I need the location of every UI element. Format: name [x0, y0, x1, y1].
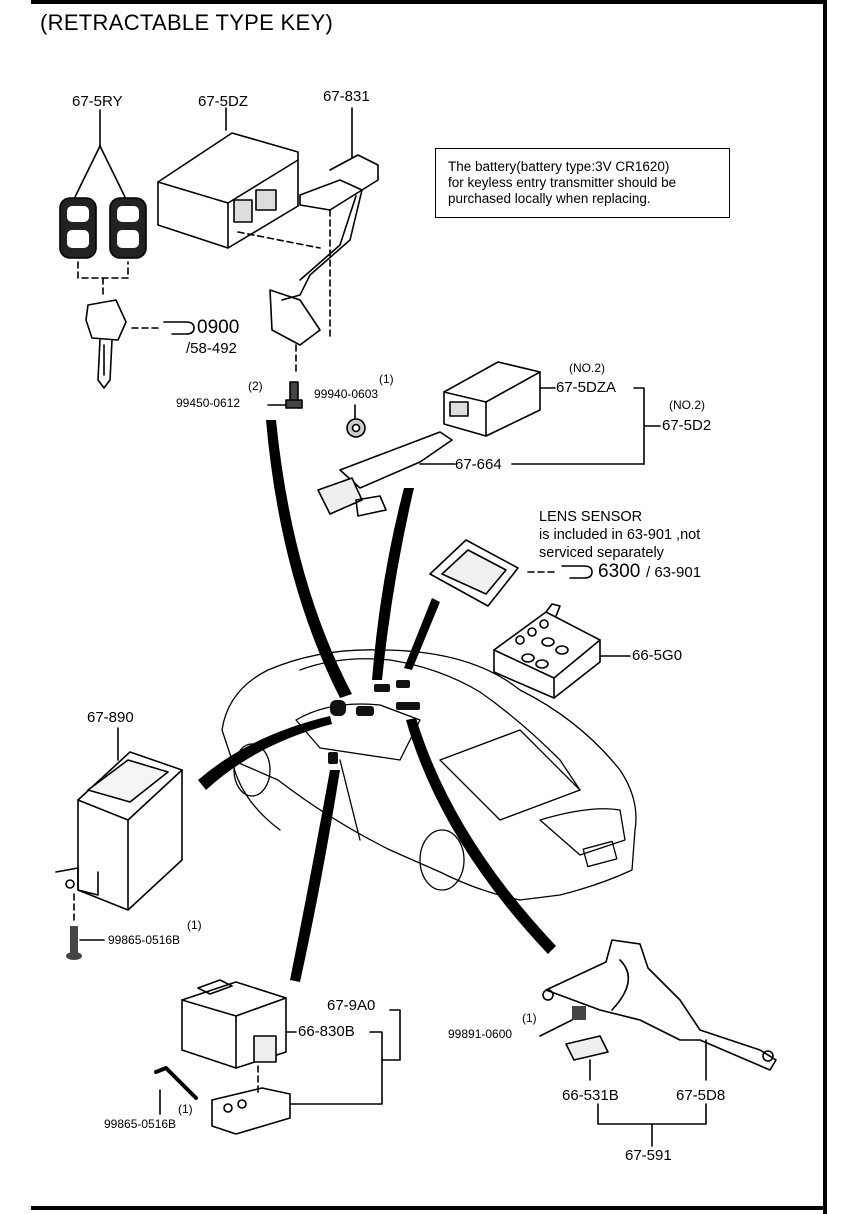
battery-note-line-2: for keyless entry transmitter should be — [448, 175, 677, 190]
rain-sensor-module — [493, 603, 631, 699]
label-67-9a0: 67-9A0 — [327, 997, 376, 1014]
relay-and-bracket — [154, 979, 401, 1135]
battery-note-line-3: purchased locally when replacing. — [448, 191, 651, 206]
ref-63-901: / 63-901 — [646, 564, 702, 581]
label-67-5ry: 67-5RY — [72, 93, 123, 110]
qty-99450-0612: (2) — [248, 379, 263, 393]
lens-sensor-note: LENS SENSOR is included in 63-901 ,not s… — [539, 508, 700, 562]
qty-67-5d2: (NO.2) — [669, 398, 705, 412]
ref-58-492: /58-492 — [186, 340, 237, 357]
bolt-and-nut — [267, 381, 366, 438]
label-67-890: 67-890 — [87, 709, 134, 726]
keyless-transmitter-pair — [59, 145, 147, 299]
label-99450-0612: 99450-0612 — [176, 396, 241, 410]
label-67-5d8: 67-5D8 — [676, 1087, 726, 1104]
label-99891-0600: 99891-0600 — [448, 1027, 513, 1041]
qty-99940-0603: (1) — [379, 372, 394, 386]
label-99865-0516b-bottom: 99865-0516B — [104, 1117, 177, 1131]
label-67-664: 67-664 — [455, 456, 502, 473]
lens-sensor-line-1: LENS SENSOR — [539, 509, 643, 525]
rear-bracket-assembly — [539, 939, 777, 1147]
diagram-title: (RETRACTABLE TYPE KEY) — [40, 10, 334, 35]
qty-99865-0516b-top: (1) — [187, 918, 202, 932]
lens-sensor — [429, 539, 593, 607]
car-harness-parts — [328, 680, 420, 764]
label-66-531b: 66-531B — [562, 1087, 619, 1104]
qty-67-5dza: (NO.2) — [569, 361, 605, 375]
top-border — [31, 0, 827, 4]
control-unit — [55, 727, 183, 925]
leader-bands — [198, 420, 556, 982]
label-67-5d2: 67-5D2 — [662, 417, 712, 434]
qty-99891-0600: (1) — [522, 1011, 537, 1025]
lens-sensor-line-3: serviced separately — [539, 545, 664, 561]
label-66-830b: 66-830B — [298, 1023, 355, 1040]
label-67-831: 67-831 — [323, 88, 370, 105]
battery-note-box: The battery(battery type:3V CR1620) for … — [435, 148, 730, 218]
ref-6300: 6300 — [598, 561, 641, 582]
label-67-5dz: 67-5DZ — [198, 93, 249, 110]
battery-note-line-1: The battery(battery type:3V CR1620) — [448, 159, 670, 174]
label-99865-0516b-top: 99865-0516B — [108, 933, 181, 947]
label-66-5g0: 66-5G0 — [632, 647, 683, 664]
auxiliary-module — [443, 361, 661, 465]
qty-99865-0516b-bottom: (1) — [178, 1102, 193, 1116]
label-67-591: 67-591 — [625, 1147, 672, 1164]
vehicle-outline — [221, 649, 637, 901]
ref-0900: 0900 — [197, 317, 240, 338]
keyless-control-module — [157, 107, 321, 249]
right-border — [823, 0, 827, 1214]
bottom-border — [31, 1206, 827, 1210]
module-mounting-bracket — [317, 431, 456, 517]
lens-sensor-line-2: is included in 63-901 ,not — [539, 527, 701, 543]
screw-99865-0516b-top — [66, 926, 105, 960]
retractable-key — [85, 299, 195, 389]
label-99940-0603: 99940-0603 — [314, 387, 379, 401]
label-67-5dza: 67-5DZA — [556, 379, 617, 396]
module-bracket — [269, 107, 379, 376]
